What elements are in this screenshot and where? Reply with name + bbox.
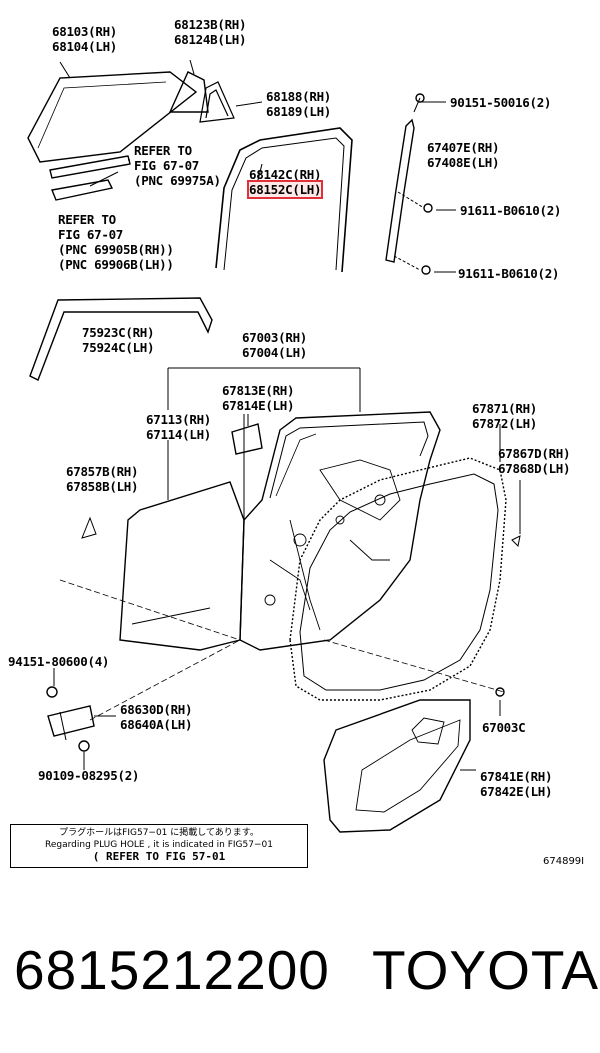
door-glass	[27, 71, 198, 163]
label-90109[interactable]: 90109-08295(2)	[38, 768, 140, 783]
hinge	[47, 705, 95, 737]
label-67871[interactable]: 67871(RH) 67872(LH)	[472, 401, 538, 431]
label-90151[interactable]: 90151-50016(2)	[450, 95, 552, 110]
note-line-jp: プラグホールはFIG57−01 に掲載してあります。	[59, 828, 259, 838]
quarter-weatherstrip	[199, 81, 235, 123]
label-refer-69975a[interactable]: REFER TO FIG 67-07 (PNC 69975A)	[134, 143, 221, 188]
bolt-90109	[78, 740, 90, 752]
label-refer-69905b[interactable]: REFER TO FIG 67-07 (PNC 69905B(RH)) (PNC…	[58, 212, 174, 272]
door-trim-board	[323, 699, 471, 833]
plug-hole-note: プラグホールはFIG57−01 に掲載してあります。 Regarding PLU…	[10, 824, 308, 868]
clip	[511, 535, 521, 548]
label-67867d[interactable]: 67867D(RH) 67868D(LH)	[498, 446, 571, 476]
bolt-91611-lower	[421, 265, 431, 275]
label-94151[interactable]: 94151-80600(4)	[8, 654, 110, 669]
figure-id: 674899I	[543, 856, 585, 867]
label-68142c[interactable]: 68142C(RH)	[249, 167, 322, 182]
label-67857b[interactable]: 67857B(RH) 67858B(LH)	[66, 464, 139, 494]
label-67003[interactable]: 67003(RH) 67004(LH)	[242, 330, 308, 360]
door-weatherstrip	[289, 457, 507, 701]
belt-molding-inner	[51, 179, 114, 201]
division-bar	[385, 118, 415, 263]
frame-moulding	[29, 297, 213, 381]
label-91611-lower[interactable]: 91611-B0610(2)	[458, 266, 560, 281]
label-67813e[interactable]: 67813E(RH) 67814E(LH)	[222, 383, 295, 413]
door-parts-diagram	[27, 59, 521, 833]
bolt-94151	[46, 686, 58, 698]
belt-molding-outer	[49, 155, 131, 179]
footer-part-number: 6815212200	[14, 939, 330, 1001]
footer-brand: TOYOTA	[372, 939, 600, 1001]
label-67003c[interactable]: 67003C	[482, 720, 526, 735]
label-91611-upper[interactable]: 91611-B0610(2)	[460, 203, 562, 218]
outer-panel	[119, 481, 245, 651]
label-68103[interactable]: 68103(RH) 68104(LH)	[52, 24, 118, 54]
label-68188[interactable]: 68188(RH) 68189(LH)	[266, 89, 332, 119]
hole-cover	[231, 423, 263, 455]
note-line-en: Regarding PLUG HOLE , it is indicated in…	[45, 840, 273, 850]
label-67841e[interactable]: 67841E(RH) 67842E(LH)	[480, 769, 553, 799]
label-67113[interactable]: 67113(RH) 67114(LH)	[146, 412, 212, 442]
label-67407e[interactable]: 67407E(RH) 67408E(LH)	[427, 140, 500, 170]
label-68152c-highlighted[interactable]: 68152C(LH)	[246, 180, 324, 199]
bolt-91611-upper	[423, 203, 433, 213]
clip-67003c	[495, 687, 505, 697]
label-75923c[interactable]: 75923C(RH) 75924C(LH)	[82, 325, 155, 355]
note-line-ref[interactable]: ( REFER TO FIG 57-01	[92, 850, 226, 863]
label-68123b[interactable]: 68123B(RH) 68124B(LH)	[174, 17, 247, 47]
glass-run-channel	[215, 127, 353, 273]
plug	[81, 516, 97, 539]
door-shell	[239, 411, 441, 651]
quarter-glass	[168, 71, 209, 113]
label-68630d[interactable]: 68630D(RH) 68640A(LH)	[120, 702, 193, 732]
bolt-90151	[415, 93, 425, 103]
